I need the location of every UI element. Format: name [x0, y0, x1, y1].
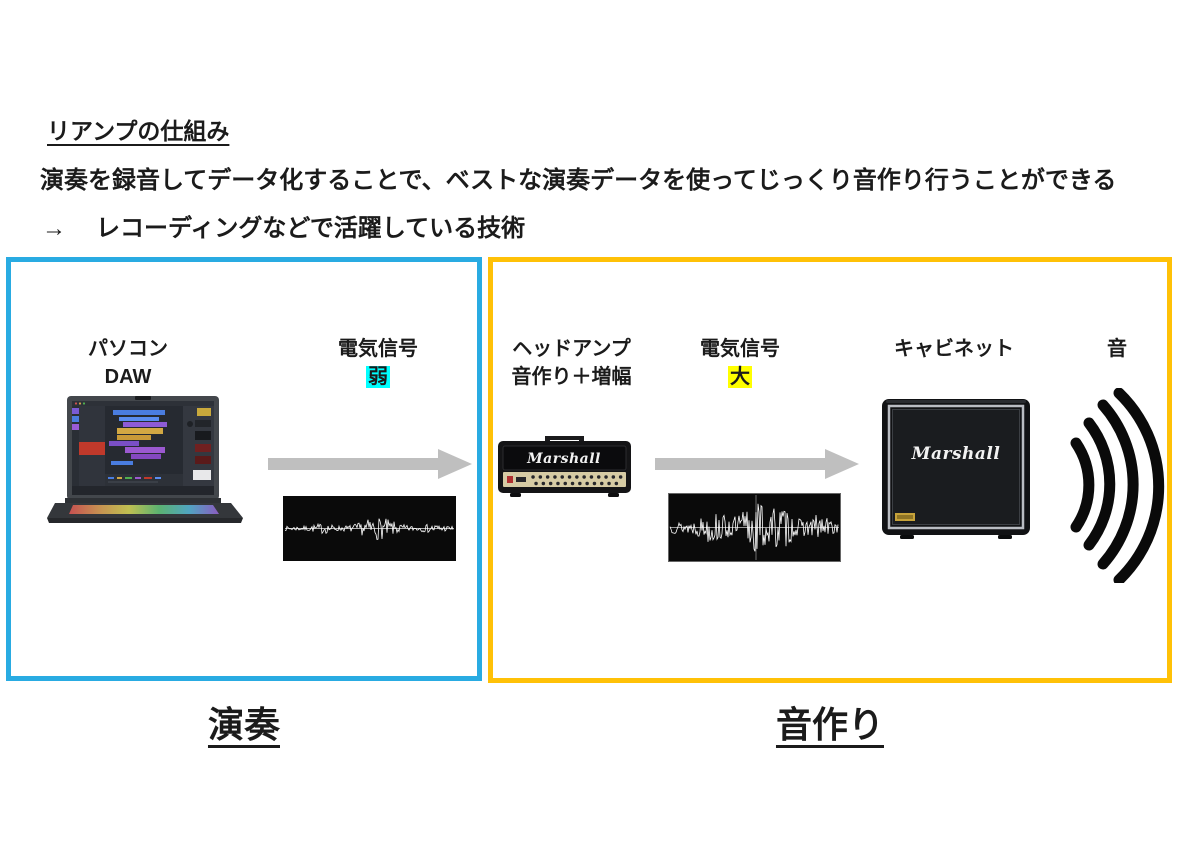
soundmaking-section-label: 音作り [775, 704, 884, 745]
amp-brand-logo: Marshall [526, 451, 601, 467]
sound-label: 音 [1107, 338, 1127, 360]
headamp-label-line2: 音作り＋増幅 [511, 366, 632, 388]
cabinet-label: キャビネット [894, 338, 1014, 360]
cabinet-brand-logo: Marshall [911, 444, 1001, 464]
right-arrow-icon [268, 448, 473, 480]
performance-section-label: 演奏 [207, 704, 280, 745]
speaker-cabinet-image: Marshall [882, 397, 1030, 539]
signal-big-title: 電気信号 [700, 338, 780, 360]
guitar-head-amp-image: Marshall [496, 436, 633, 498]
page-title: リアンプの仕組み [47, 118, 230, 144]
big-signal-waveform [668, 493, 841, 562]
soundmaking-box [488, 257, 1172, 683]
pc-label: パソコン DAW [53, 335, 203, 391]
signal-big-level: 大 [728, 366, 752, 388]
note-line: → レコーディングなどで活躍している技術 [42, 208, 525, 243]
laptop-daw-image [45, 390, 250, 525]
signal-weak-label: 電気信号 弱 [318, 335, 438, 391]
note-arrow: → [42, 215, 66, 242]
headamp-label-line1: ヘッドアンプ [512, 338, 631, 360]
description-line: 演奏を録音してデータ化することで、ベストな演奏データを使ってじっくり音作り行うこ… [40, 167, 1117, 194]
pc-label-line2: DAW [104, 366, 152, 388]
weak-signal-waveform [283, 496, 456, 561]
sound-waves-icon [1062, 388, 1167, 583]
note-text: レコーディングなどで活躍している技術 [96, 215, 526, 242]
signal-weak-title: 電気信号 [338, 338, 418, 360]
headamp-label: ヘッドアンプ 音作り＋増幅 [494, 335, 649, 391]
performance-box [6, 257, 482, 681]
signal-big-label: 電気信号 大 [680, 335, 800, 391]
right-arrow-icon [655, 448, 860, 480]
signal-weak-level: 弱 [366, 366, 390, 388]
pc-label-line1: パソコン [88, 338, 168, 360]
